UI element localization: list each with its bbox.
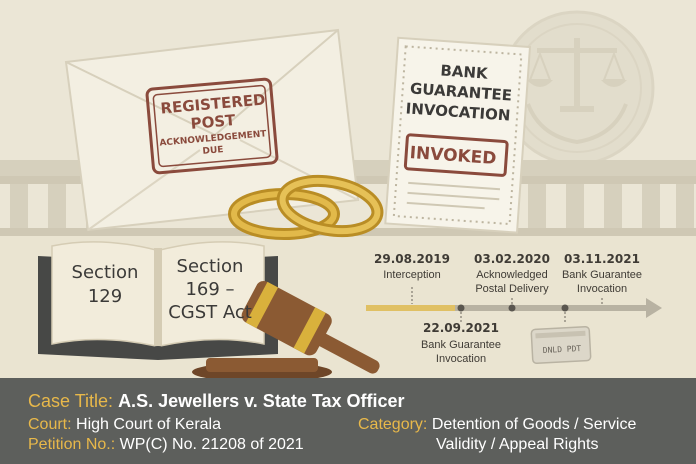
category-value-line2: Validity / Appeal Rights (436, 436, 599, 453)
scales-of-justice-emblem (499, 10, 655, 166)
timeline-label-3b: Invocation (576, 283, 628, 295)
timeline-date-2: 03.02.2020 (474, 252, 550, 266)
petition-value: WP(C) No. 21208 of 2021 (119, 436, 304, 453)
case-info-bar: Case Title: A.S. Jewellers v. State Tax … (0, 378, 696, 464)
category-row: Category: Detention of Goods / Service (358, 416, 636, 434)
book-right-line1: Section (176, 256, 244, 277)
illustration-scene: REGISTERED POST ACKNOWLEDGEMENT DUE BANK… (0, 10, 696, 382)
book-right-line3: CGST Act (168, 302, 252, 323)
court-row: Court: High Court of Kerala (28, 416, 221, 434)
gavel (192, 280, 380, 382)
book-left-line1: Section (71, 262, 139, 283)
timeline-label-4a: Bank Guarantee (420, 339, 502, 351)
case-title-key: Case Title: (28, 391, 114, 411)
timeline-date-4: 22.09.2021 (423, 321, 499, 335)
timeline (366, 287, 662, 324)
timeline-label-2a: Acknowledged (476, 269, 548, 281)
category-value-line1: Detention of Goods / Service (431, 416, 637, 433)
court-value: High Court of Kerala (76, 416, 221, 433)
case-title-row: Case Title: A.S. Jewellers v. State Tax … (28, 391, 405, 412)
timeline-label-1: Interception (383, 269, 441, 281)
book-right-line2: 169 – (185, 279, 235, 300)
petition-row: Petition No.: WP(C) No. 21208 of 2021 (28, 436, 304, 454)
gold-rings (228, 174, 384, 240)
registered-post-stamp (145, 77, 279, 175)
bank-guarantee-document (384, 36, 532, 234)
timeline-label-3a: Bank Guarantee (561, 269, 643, 281)
timeline-date-1: 29.08.2019 (374, 252, 450, 266)
timeline-label-2b: Postal Delivery (475, 283, 549, 295)
category-row-2: Validity / Appeal Rights (436, 436, 598, 454)
court-key: Court: (28, 416, 72, 433)
id-card (530, 325, 592, 365)
timeline-date-3: 03.11.2021 (564, 252, 640, 266)
case-title-value: A.S. Jewellers v. State Tax Officer (118, 391, 405, 411)
timeline-label-4b: Invocation (435, 353, 487, 365)
petition-key: Petition No.: (28, 436, 116, 453)
envelope (64, 28, 360, 232)
category-key: Category: (358, 416, 428, 433)
open-law-book (38, 241, 278, 360)
book-left-line2: 129 (87, 286, 123, 307)
illustration-svg (0, 10, 696, 382)
